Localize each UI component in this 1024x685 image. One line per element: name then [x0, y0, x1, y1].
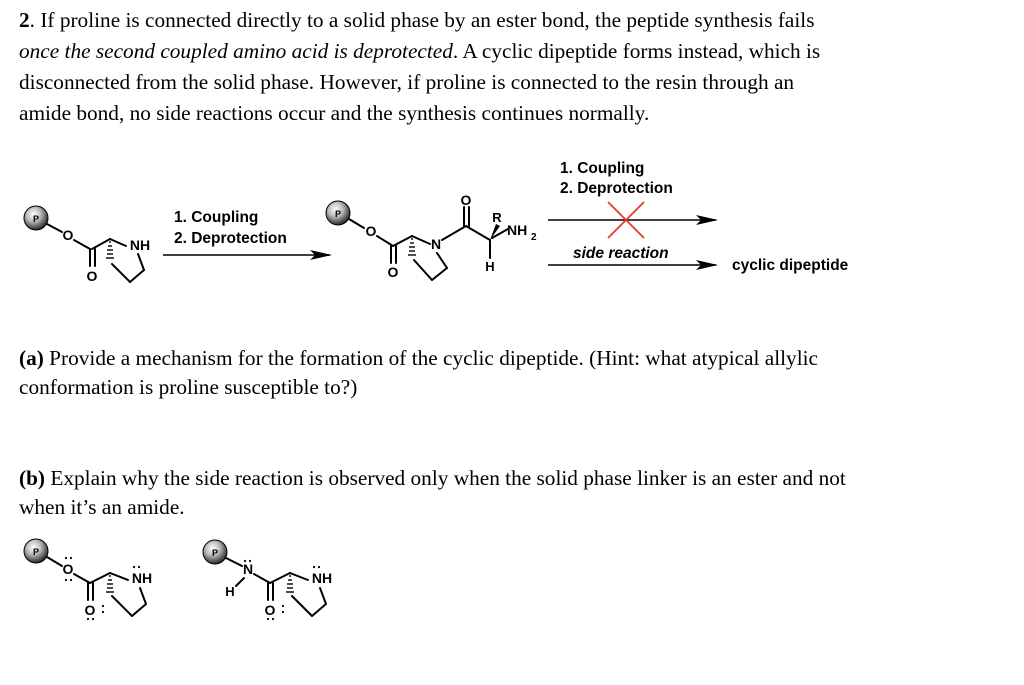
svg-text:R: R: [492, 210, 502, 225]
svg-text:H: H: [225, 584, 234, 599]
question-b-line-2: when it’s an amide.: [19, 495, 185, 519]
question-b-line-1: (b) Explain why the side reaction is obs…: [19, 466, 846, 490]
svg-text:O: O: [63, 561, 74, 577]
svg-text:O: O: [265, 602, 276, 618]
step2-conditions-line-1: 1. Coupling: [560, 160, 645, 177]
svg-text:NH: NH: [507, 222, 527, 238]
svg-text:O: O: [366, 223, 377, 239]
blocked-x-icon: [607, 201, 645, 239]
svg-text:P: P: [33, 547, 39, 557]
product-label: cyclic dipeptide: [732, 257, 849, 274]
structure-amide-linker-lone-pairs: P N H O NH: [202, 539, 332, 621]
svg-text:NH: NH: [312, 570, 332, 586]
problem-number: 2: [19, 8, 30, 32]
emphasis-text: once the second coupled amino acid is de…: [19, 39, 453, 63]
problem-intro-line-4: amide bond, no side reactions occur and …: [19, 101, 650, 125]
svg-text:O: O: [388, 264, 399, 280]
svg-text:P: P: [212, 548, 218, 558]
svg-text:P: P: [335, 209, 341, 219]
question-a-label: (a): [19, 346, 44, 370]
svg-text:H: H: [485, 259, 494, 274]
svg-text:O: O: [87, 268, 98, 284]
problem-intro-line-3: disconnected from the solid phase. Howev…: [19, 70, 795, 94]
question-b-label: (b): [19, 466, 46, 490]
svg-text:NH: NH: [132, 570, 152, 586]
lone-pair-dots: [64, 556, 73, 582]
svg-text:N: N: [243, 561, 253, 577]
resin-bead-icon: [202, 539, 228, 565]
svg-text:2: 2: [531, 232, 537, 243]
svg-text:NH: NH: [130, 237, 150, 253]
question-a-line-2: conformation is proline susceptible to?): [19, 375, 358, 399]
question-a-line-1: (a) Provide a mechanism for the formatio…: [19, 346, 818, 370]
problem-intro-line-2: once the second coupled amino acid is de…: [19, 39, 821, 63]
step2-conditions-line-2: 2. Deprotection: [560, 180, 673, 197]
resin-bead-icon: [325, 200, 351, 226]
structure-dipeptide-ester-resin: P O O N O R H NH 2: [325, 192, 537, 281]
svg-text:O: O: [85, 602, 96, 618]
structure-ester-linker-lone-pairs: P O O NH: [23, 538, 152, 621]
svg-text:O: O: [461, 192, 472, 208]
svg-text:N: N: [431, 236, 441, 252]
resin-bead-icon: [23, 538, 49, 564]
side-reaction-label: side reaction: [573, 245, 669, 262]
step1-conditions-line-2: 2. Deprotection: [174, 230, 287, 247]
svg-text:P: P: [33, 214, 39, 224]
step1-conditions-line-1: 1. Coupling: [174, 209, 259, 226]
problem-intro-line-1: 2. If proline is connected directly to a…: [19, 8, 815, 32]
resin-bead-icon: [23, 205, 49, 231]
structure-proline-ester-resin: P O O NH: [23, 205, 150, 284]
svg-text:O: O: [63, 227, 74, 243]
